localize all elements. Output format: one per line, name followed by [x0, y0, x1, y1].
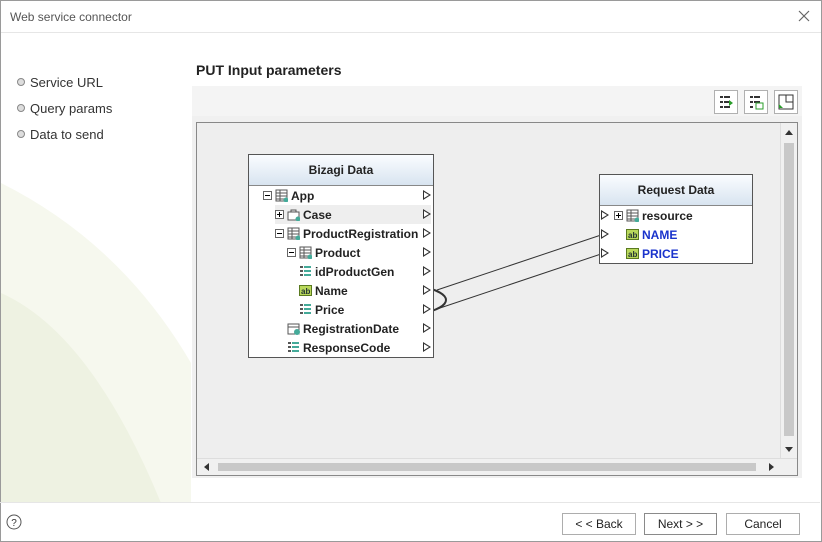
mapping-line-name[interactable] [436, 232, 608, 291]
mapping-canvas[interactable]: Bizagi Data App Case ProductRegistration… [196, 122, 798, 476]
tree-row-label: resource [642, 208, 693, 223]
tree-row-price-target[interactable]: ab PRICE [626, 244, 679, 263]
page-title: PUT Input parameters [196, 62, 342, 78]
case-icon [287, 209, 300, 221]
entity-icon [299, 246, 312, 259]
tree-row-label: Name [315, 283, 348, 298]
source-tree-bizagi-data: Bizagi Data App Case ProductRegistration… [248, 154, 434, 358]
collapse-icon[interactable] [287, 248, 296, 257]
tree-row-label: App [291, 188, 315, 203]
entity-icon [287, 227, 300, 240]
help-icon[interactable]: ? [6, 514, 22, 530]
horizontal-scrollbar[interactable] [197, 458, 797, 475]
tree-row-label: NAME [642, 227, 678, 242]
tree-row-product[interactable]: Product [287, 243, 360, 262]
string-icon: ab [626, 248, 639, 259]
bullet-icon [17, 78, 25, 86]
expand-icon[interactable] [614, 211, 623, 220]
cancel-button[interactable]: Cancel [726, 513, 800, 535]
collapse-icon[interactable] [263, 191, 272, 200]
tree-row-resource[interactable]: resource [614, 206, 693, 225]
tree-row-registrationdate[interactable]: RegistrationDate [287, 319, 399, 338]
tree-row-label: Case [303, 207, 332, 222]
tree-row-label: ResponseCode [303, 340, 391, 355]
tree-row-label: PRICE [642, 246, 679, 261]
close-icon[interactable] [796, 8, 812, 24]
tree-row-label: ProductRegistration [303, 226, 419, 241]
nav-item-label: Data to send [30, 126, 104, 142]
tree-row-label: RegistrationDate [303, 321, 400, 336]
tree-row-price[interactable]: Price [299, 300, 344, 319]
window-title: Web service connector [10, 10, 132, 24]
nav-item-label: Service URL [30, 74, 103, 90]
nav-item-service-url[interactable]: Service URL [17, 73, 103, 91]
svg-text:ab: ab [628, 231, 637, 240]
scroll-right-icon[interactable] [763, 459, 779, 475]
clear-mapping-button[interactable] [744, 90, 768, 114]
attribute-icon [288, 342, 299, 352]
tree-row-idproductgen[interactable]: idProductGen [299, 262, 394, 281]
horizontal-scroll-thumb[interactable] [218, 463, 756, 471]
footer-bar [0, 502, 820, 541]
nav-item-label: Query params [30, 100, 113, 116]
output-port-icon[interactable] [423, 247, 431, 257]
bullet-icon [17, 104, 25, 112]
collapse-icon[interactable] [275, 229, 284, 238]
title-bar: Web service connector [1, 1, 821, 33]
attribute-icon [300, 266, 311, 276]
vertical-scroll-thumb[interactable] [784, 143, 794, 436]
back-button[interactable]: < < Back [562, 513, 636, 535]
tree-row-label: idProductGen [315, 264, 395, 279]
string-icon: ab [299, 285, 312, 296]
tree-row-name[interactable]: ab Name [299, 281, 348, 300]
wizard-steps-nav: Service URL Query params Data to send [1, 33, 191, 503]
next-button[interactable]: Next > > [644, 513, 717, 535]
entity-icon [275, 189, 288, 202]
input-port-icon[interactable] [601, 248, 609, 258]
expand-icon[interactable] [275, 210, 284, 219]
input-port-icon[interactable] [601, 210, 609, 220]
tree-row-app[interactable]: App [263, 186, 314, 205]
tree-row-label: Price [315, 302, 345, 317]
target-tree-title: Request Data [600, 175, 752, 206]
scroll-down-icon[interactable] [781, 441, 797, 457]
output-port-icon[interactable] [423, 285, 431, 295]
output-port-icon[interactable] [423, 266, 431, 276]
tree-row-label: Product [315, 245, 361, 260]
bullet-icon [17, 130, 25, 138]
nav-item-data-to-send[interactable]: Data to send [17, 125, 104, 143]
output-port-icon[interactable] [423, 209, 431, 219]
output-port-icon[interactable] [423, 190, 431, 200]
scroll-left-icon[interactable] [199, 459, 215, 475]
clear-mapping-icon [750, 96, 764, 110]
svg-text:ab: ab [628, 250, 637, 259]
svg-text:?: ? [11, 518, 17, 529]
output-port-icon[interactable] [423, 304, 431, 314]
entity-icon [626, 209, 639, 222]
mapping-toolbar [192, 86, 802, 116]
date-icon [287, 323, 300, 335]
fit-view-icon [778, 94, 794, 110]
output-port-icon[interactable] [423, 228, 431, 238]
nav-decoration [1, 183, 191, 503]
mapping-line-price[interactable] [436, 251, 608, 310]
tree-row-productregistration[interactable]: ProductRegistration [275, 224, 418, 243]
fit-view-button[interactable] [774, 90, 798, 114]
input-port-icon[interactable] [601, 229, 609, 239]
vertical-scrollbar[interactable] [780, 123, 797, 459]
attribute-icon [300, 304, 311, 314]
auto-map-icon [720, 96, 733, 108]
output-port-icon[interactable] [423, 323, 431, 333]
source-tree-title: Bizagi Data [249, 155, 433, 186]
tree-row-case[interactable]: Case [275, 205, 431, 224]
string-icon: ab [626, 229, 639, 240]
tree-row-responsecode[interactable]: ResponseCode [287, 338, 390, 357]
svg-text:ab: ab [301, 287, 310, 296]
nav-item-query-params[interactable]: Query params [17, 99, 112, 117]
tree-row-name-target[interactable]: ab NAME [626, 225, 677, 244]
output-port-icon[interactable] [423, 342, 431, 352]
auto-map-button[interactable] [714, 90, 738, 114]
scroll-up-icon[interactable] [781, 125, 797, 141]
target-tree-request-data: Request Data resource ab NAME ab PRICE [599, 174, 753, 264]
